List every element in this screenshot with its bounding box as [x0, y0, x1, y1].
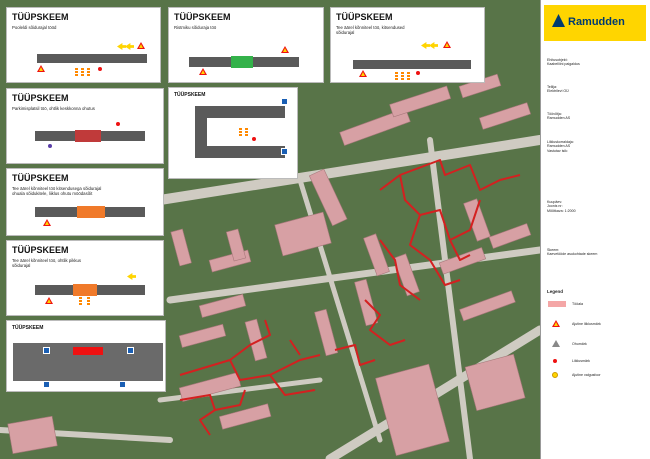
scheme-panel-6: TÜÜPSKEEM Tee äärel kõnniteel töö, ohtli… — [6, 240, 164, 316]
warning-sign-icon — [359, 70, 367, 77]
panel-title: TÜÜPSKEEM — [12, 325, 44, 331]
legend-label: Ajutine liiklusmärk — [572, 322, 601, 326]
panel-subtitle: Parkimisplatsil töö, ohtlik keskkonna oh… — [12, 106, 95, 111]
warning-sign-icon — [443, 41, 451, 48]
panel-title: TÜÜPSKEEM — [12, 12, 69, 22]
panel-subtitle: Tee äärel kõnniteel töö, ohtlik pikkus — [12, 258, 82, 263]
warning-sign-icon — [37, 65, 45, 72]
info-sign-icon — [281, 148, 288, 155]
prohibition-sign-icon — [115, 121, 121, 127]
hazard-sign-icon — [552, 340, 560, 347]
road-diagram-top — [195, 106, 285, 118]
cone-icon — [245, 128, 248, 136]
panel-subtitle: Tee äärel kõnniteel töö kitsendusega sõi… — [12, 186, 102, 191]
panel-title: TÜÜPSKEEM — [12, 173, 69, 183]
scheme-panel-7: TÜÜPSKEEM — [168, 87, 298, 179]
info-sign-icon — [119, 381, 126, 388]
panel-subtitle: Ristmiku sõiduraja töö — [174, 25, 217, 30]
info-sign-icon — [127, 347, 134, 354]
panel-subtitle-2: sõidurajal — [336, 30, 355, 35]
info-block-3: Töövõtja: Ramudden AS — [547, 112, 571, 121]
info-sign-icon — [281, 98, 288, 105]
excavation-trenches — [179, 159, 521, 436]
info-block-1: Ehitusobjekt: Kaabelliini paigaldus — [547, 58, 580, 67]
warning-sign-icon — [43, 219, 51, 226]
arrow-sign-icon — [421, 42, 430, 49]
cone-icon — [81, 68, 84, 76]
prohibition-sign-icon — [251, 136, 257, 142]
logo: Ramudden — [544, 5, 646, 41]
cone-icon — [75, 68, 78, 76]
panel-subtitle-2: ohuala sõidukitele, liiklus ohutu möödas… — [12, 191, 93, 196]
prohibition-sign-icon — [97, 66, 103, 72]
work-zone — [73, 347, 103, 355]
legend-sidebar — [540, 0, 650, 459]
parking-sign-icon — [47, 143, 53, 149]
temporary-sign-icon — [552, 320, 560, 327]
panel-title: TÜÜPSKEEM — [12, 245, 69, 255]
legend-label: Ohumärk — [572, 342, 587, 346]
info-block-2: Tellija: Elektrilevi OÜ — [547, 85, 569, 94]
work-zone — [75, 130, 101, 142]
buildings — [7, 73, 532, 456]
traffic-light-icon — [552, 372, 558, 378]
panel-title: TÜÜPSKEEM — [12, 93, 69, 103]
info-block-4: Liikluskorraldaja: Ramudden AS Vastutav … — [547, 140, 574, 153]
scheme-panel-2: TÜÜPSKEEM Ristmiku sõiduraja töö — [168, 7, 324, 83]
scheme-panel-1: TÜÜPSKEEM Pooleldi sõidurajal tööd — [6, 7, 161, 83]
road-diagram-left — [195, 106, 207, 158]
scheme-panel-4: TÜÜPSKEEM Parkimisplatsil töö, ohtlik ke… — [6, 88, 164, 164]
cone-icon — [87, 297, 90, 305]
traffic-sign-icon — [552, 358, 558, 364]
cone-icon — [407, 72, 410, 80]
logo-text: Ramudden — [568, 16, 625, 28]
scheme-panel-3: TÜÜPSKEEM Tee äärel kõnniteel töö, kitse… — [330, 7, 485, 83]
legend-swatch-work-area — [548, 301, 566, 307]
legend-title: Legend — [547, 289, 564, 294]
panel-title: TÜÜPSKEEM — [174, 12, 231, 22]
panel-subtitle: Pooleldi sõidurajal tööd — [12, 25, 57, 30]
arrow-sign-icon — [117, 43, 126, 50]
arrow-sign-icon — [429, 42, 438, 49]
legend-label: Ajutine valgusfoor — [572, 373, 601, 377]
warning-sign-icon — [45, 297, 53, 304]
cone-icon — [401, 72, 404, 80]
work-zone — [231, 56, 253, 68]
cone-icon — [79, 297, 82, 305]
road-diagram-bottom — [195, 146, 285, 158]
legend-label: Tööala — [572, 302, 583, 306]
warning-sign-icon — [199, 68, 207, 75]
road-diagram — [353, 60, 471, 69]
panel-subtitle-2: sõidurajal — [12, 263, 31, 268]
info-block-5: Kuupäev: Joonis nr: Mõõtkava: 1:2000 — [547, 200, 576, 213]
panel-title: TÜÜPSKEEM — [336, 12, 393, 22]
scheme-panel-8: TÜÜPSKEEM — [6, 320, 166, 392]
panel-subtitle: Tee äärel kõnniteel töö, kitsendused — [336, 25, 405, 30]
panel-title: TÜÜPSKEEM — [174, 92, 206, 98]
scheme-panel-5: TÜÜPSKEEM Tee äärel kõnniteel töö kitsen… — [6, 168, 164, 236]
arrow-sign-icon — [127, 273, 136, 280]
work-zone — [77, 206, 105, 218]
warning-sign-icon — [281, 46, 289, 53]
legend-label: Liiklusmärk — [572, 359, 590, 363]
info-block-6: Skeem: Kaevetööde asukohtade skeem — [547, 248, 598, 257]
aerial-map[interactable]: TÜÜPSKEEM Pooleldi sõidurajal tööd TÜÜPS… — [0, 0, 540, 459]
cone-icon — [87, 68, 90, 76]
prohibition-sign-icon — [415, 70, 421, 76]
info-sign-icon — [43, 347, 50, 354]
arrow-sign-icon — [125, 43, 134, 50]
warning-sign-icon — [137, 42, 145, 49]
work-zone — [73, 284, 97, 296]
cone-icon — [239, 128, 242, 136]
cone-icon — [395, 72, 398, 80]
info-sign-icon — [43, 381, 50, 388]
ramudden-logo-icon — [552, 14, 565, 27]
road-diagram — [37, 54, 147, 63]
